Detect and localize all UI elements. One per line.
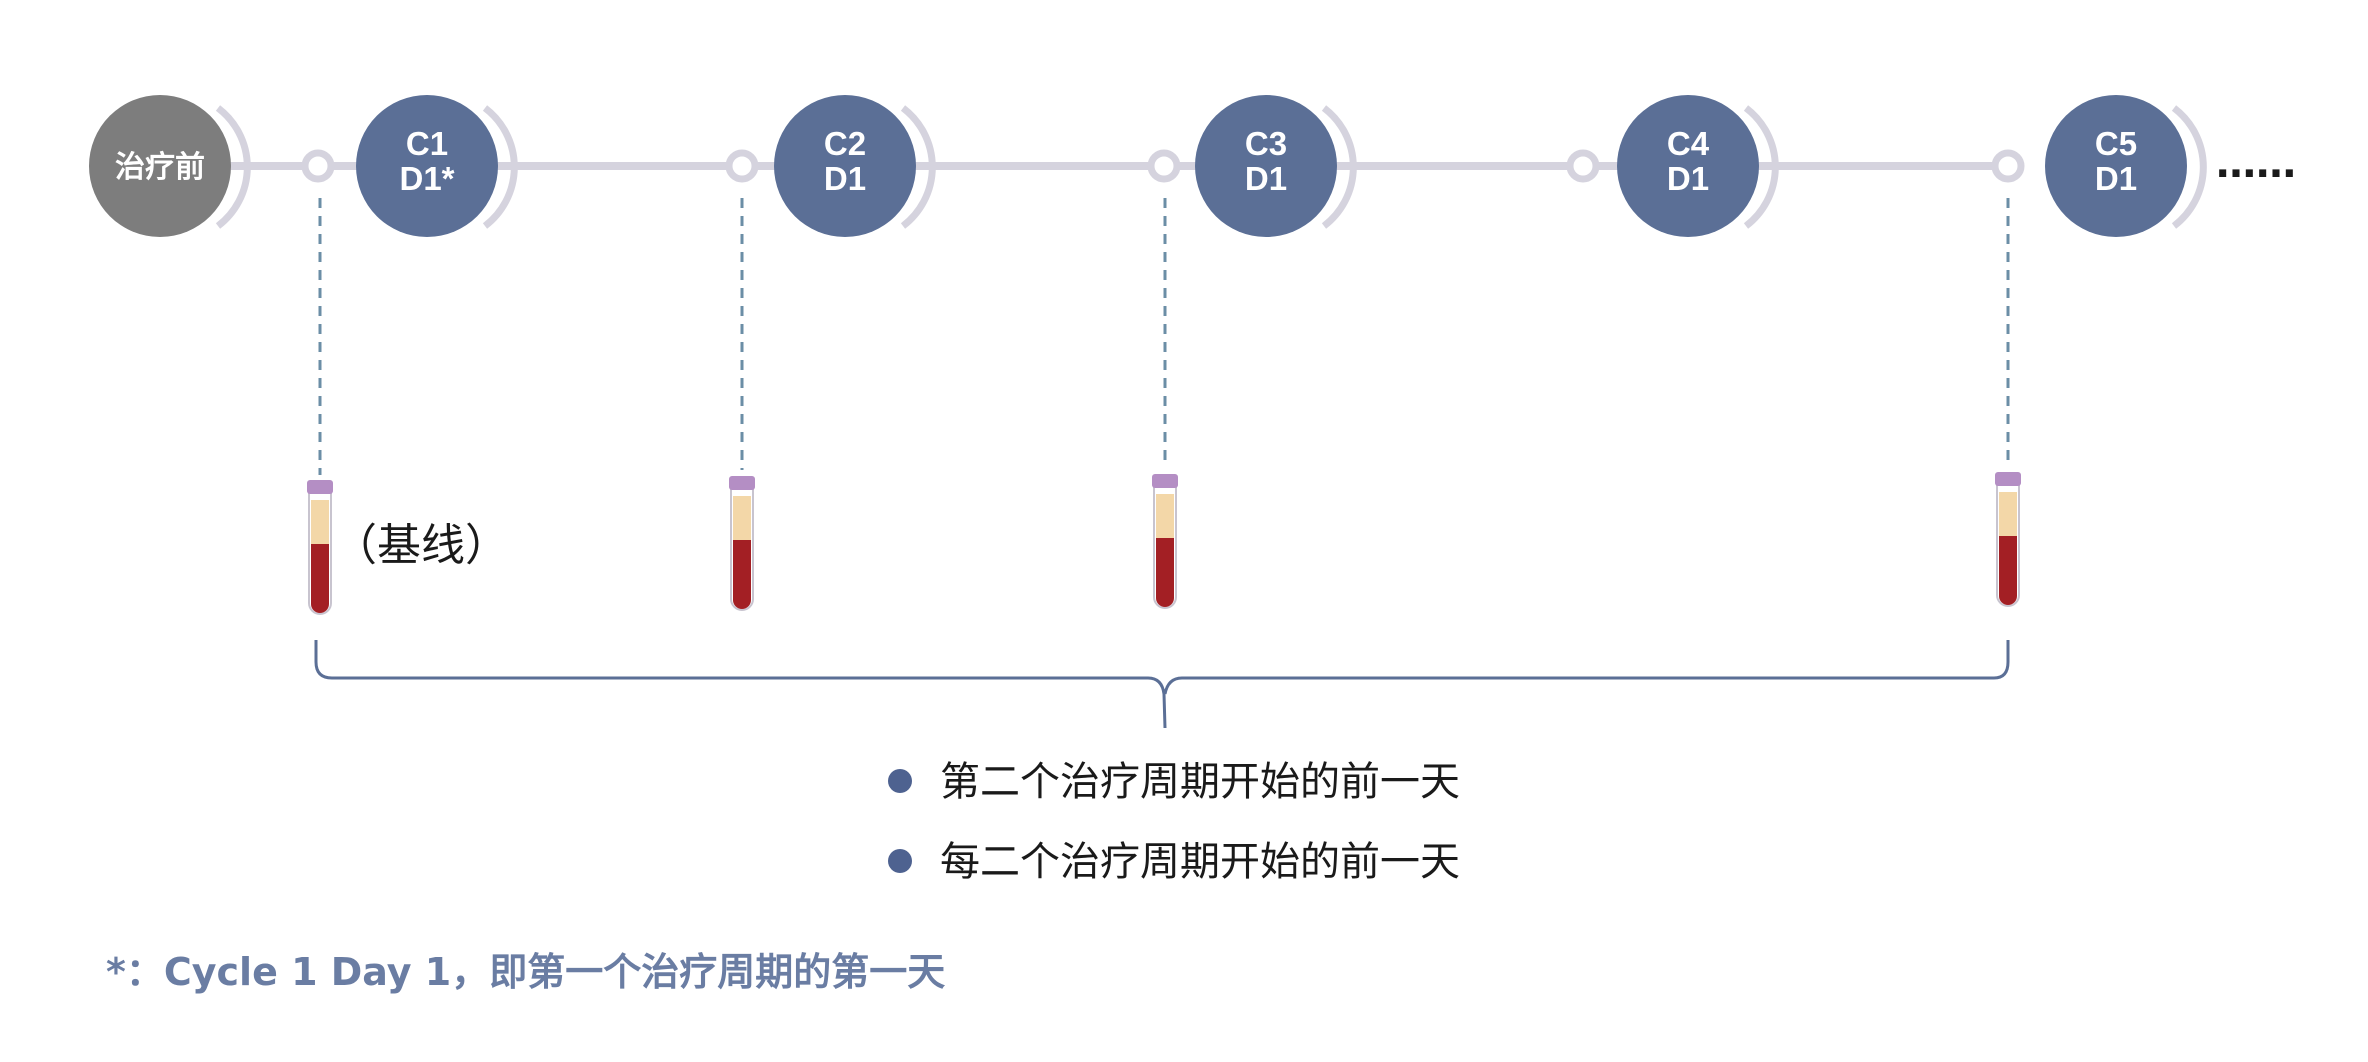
cycle-circle	[1617, 95, 1759, 237]
pre-treatment-circle	[89, 95, 231, 237]
node-arc	[2171, 105, 2207, 229]
sample-marker	[301, 149, 335, 183]
cycle-node-c1: C1 D1*	[301, 95, 518, 237]
blood-tube-icon	[307, 480, 333, 615]
node-arc	[1321, 105, 1357, 229]
cycle-label-line2: D1	[824, 160, 866, 197]
node-arc	[1743, 105, 1779, 229]
cycle-node-c3: C3 D1	[1147, 95, 1357, 237]
pre-treatment-node: 治疗前	[89, 95, 251, 237]
cycle-label-line1: C5	[2095, 125, 2137, 162]
legend-bullet	[888, 769, 912, 793]
cycle-circle	[356, 95, 498, 237]
cycle-label-line2: D1*	[399, 160, 454, 197]
cycle-label-line1: C3	[1245, 125, 1287, 162]
cycle-label-line1: C4	[1667, 125, 1710, 162]
cycle-label-line1: C2	[824, 125, 866, 162]
footnote: *：Cycle 1 Day 1，即第一个治疗周期的第一天	[106, 950, 945, 994]
cycle-circle	[2045, 95, 2187, 237]
continuation-ellipsis: ……	[2216, 141, 2296, 187]
legend-bullet	[888, 849, 912, 873]
cycle-circle	[1195, 95, 1337, 237]
cycle-label-line1: C1	[406, 125, 448, 162]
sample-marker	[725, 149, 759, 183]
node-arc	[215, 105, 251, 229]
node-arc	[900, 105, 936, 229]
legend-item: 第二个治疗周期开始的前一天	[940, 759, 1460, 805]
blood-tube-icon	[1152, 474, 1178, 609]
cycle-label-line2: D1	[1245, 160, 1287, 197]
pre-treatment-label: 治疗前	[115, 150, 205, 185]
sample-marker	[1566, 149, 1600, 183]
cycle-node-c4: C4 D1	[1566, 95, 1779, 237]
sample-marker	[1147, 149, 1181, 183]
cycle-label-line2: D1	[1667, 160, 1709, 197]
cycle-node-c5: C5 D1	[1991, 95, 2207, 237]
grouping-bracket	[314, 640, 2010, 729]
cycle-circle	[774, 95, 916, 237]
cycle-label-line2: D1	[2095, 160, 2137, 197]
sample-marker	[1991, 149, 2025, 183]
node-arc	[482, 105, 518, 229]
cycle-node-c2: C2 D1	[725, 95, 936, 237]
blood-tube-icon	[729, 476, 755, 611]
blood-tube-icon	[1995, 472, 2021, 607]
legend-item: 每二个治疗周期开始的前一天	[940, 839, 1460, 885]
baseline-label: （基线）	[333, 520, 509, 571]
